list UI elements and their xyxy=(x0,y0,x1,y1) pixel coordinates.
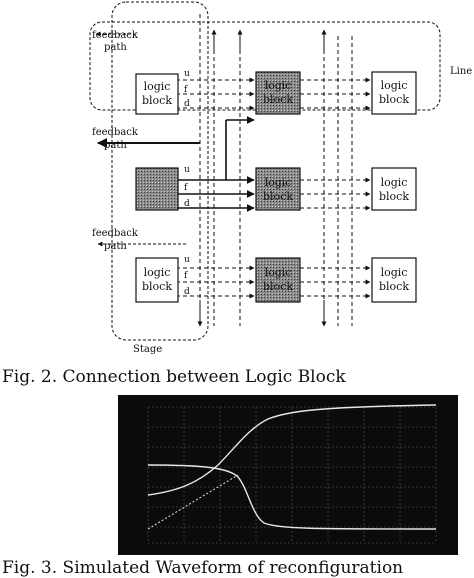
waveform-background xyxy=(118,395,458,555)
svg-text:f: f xyxy=(184,183,188,193)
ports-r3c1: u f d xyxy=(184,255,190,297)
feedback-path-label-2b: path xyxy=(104,140,127,151)
ports-r2c1: u f d xyxy=(184,165,190,209)
svg-text:u: u xyxy=(184,255,190,265)
logic-block-r1c2: logic block xyxy=(255,71,301,115)
waveform-trace-falling xyxy=(147,464,437,530)
svg-text:f: f xyxy=(184,85,188,95)
svg-text:logic: logic xyxy=(381,176,408,189)
logic-block-r3c2: logic block xyxy=(255,257,301,303)
logic-block-r2c2: logic block xyxy=(255,167,301,211)
feedback-path-label-3b: path xyxy=(104,241,127,252)
svg-text:block: block xyxy=(263,93,293,106)
svg-text:logic: logic xyxy=(381,266,408,279)
figure-3-caption: Fig. 3. Simulated Waveform of reconfigur… xyxy=(2,558,404,578)
stage-label: Stage xyxy=(133,344,162,355)
svg-text:logic: logic xyxy=(144,80,171,93)
svg-text:logic: logic xyxy=(265,79,292,92)
svg-text:u: u xyxy=(184,165,190,175)
svg-text:block: block xyxy=(142,280,172,293)
line-label: Line xyxy=(450,66,472,77)
svg-text:block: block xyxy=(142,94,172,107)
feedback-path-label-2a: feedback xyxy=(92,127,139,138)
figure-2-caption: Fig. 2. Connection between Logic Block xyxy=(2,367,346,387)
logic-block-r3c1: logic block xyxy=(135,257,179,303)
logic-block-r1c3: logic block xyxy=(371,71,417,115)
svg-text:d: d xyxy=(184,99,190,109)
svg-text:logic: logic xyxy=(265,176,292,189)
figure-2-diagram: feedback path feedback path feedback pat… xyxy=(89,1,472,355)
waveform-grid xyxy=(147,406,437,544)
logic-block-r3c3: logic block xyxy=(371,257,417,303)
waveform-trace-rising xyxy=(147,404,437,496)
figure-3-waveform xyxy=(118,395,458,555)
stage-region-outline xyxy=(111,1,209,341)
svg-text:block: block xyxy=(379,280,409,293)
svg-text:d: d xyxy=(184,287,190,297)
svg-text:block: block xyxy=(379,190,409,203)
waveform-plot xyxy=(118,395,458,555)
svg-text:f: f xyxy=(184,271,188,281)
feedback-path-label-1a: feedback xyxy=(92,30,139,41)
svg-text:logic: logic xyxy=(144,266,171,279)
waveform-trace-ramp xyxy=(147,474,239,530)
logic-block-r2c1 xyxy=(135,167,179,211)
ports-r1c1: u f d xyxy=(184,69,190,109)
svg-text:block: block xyxy=(263,190,293,203)
svg-text:logic: logic xyxy=(265,266,292,279)
logic-block-r1c1: logic block xyxy=(135,73,179,115)
svg-text:block: block xyxy=(379,93,409,106)
svg-text:u: u xyxy=(184,69,190,79)
svg-text:logic: logic xyxy=(381,79,408,92)
feedback-path-label-1b: path xyxy=(104,42,127,53)
feedback-path-label-3a: feedback xyxy=(92,228,139,239)
logic-block-r2c3: logic block xyxy=(371,167,417,211)
svg-text:d: d xyxy=(184,199,190,209)
svg-text:block: block xyxy=(263,280,293,293)
